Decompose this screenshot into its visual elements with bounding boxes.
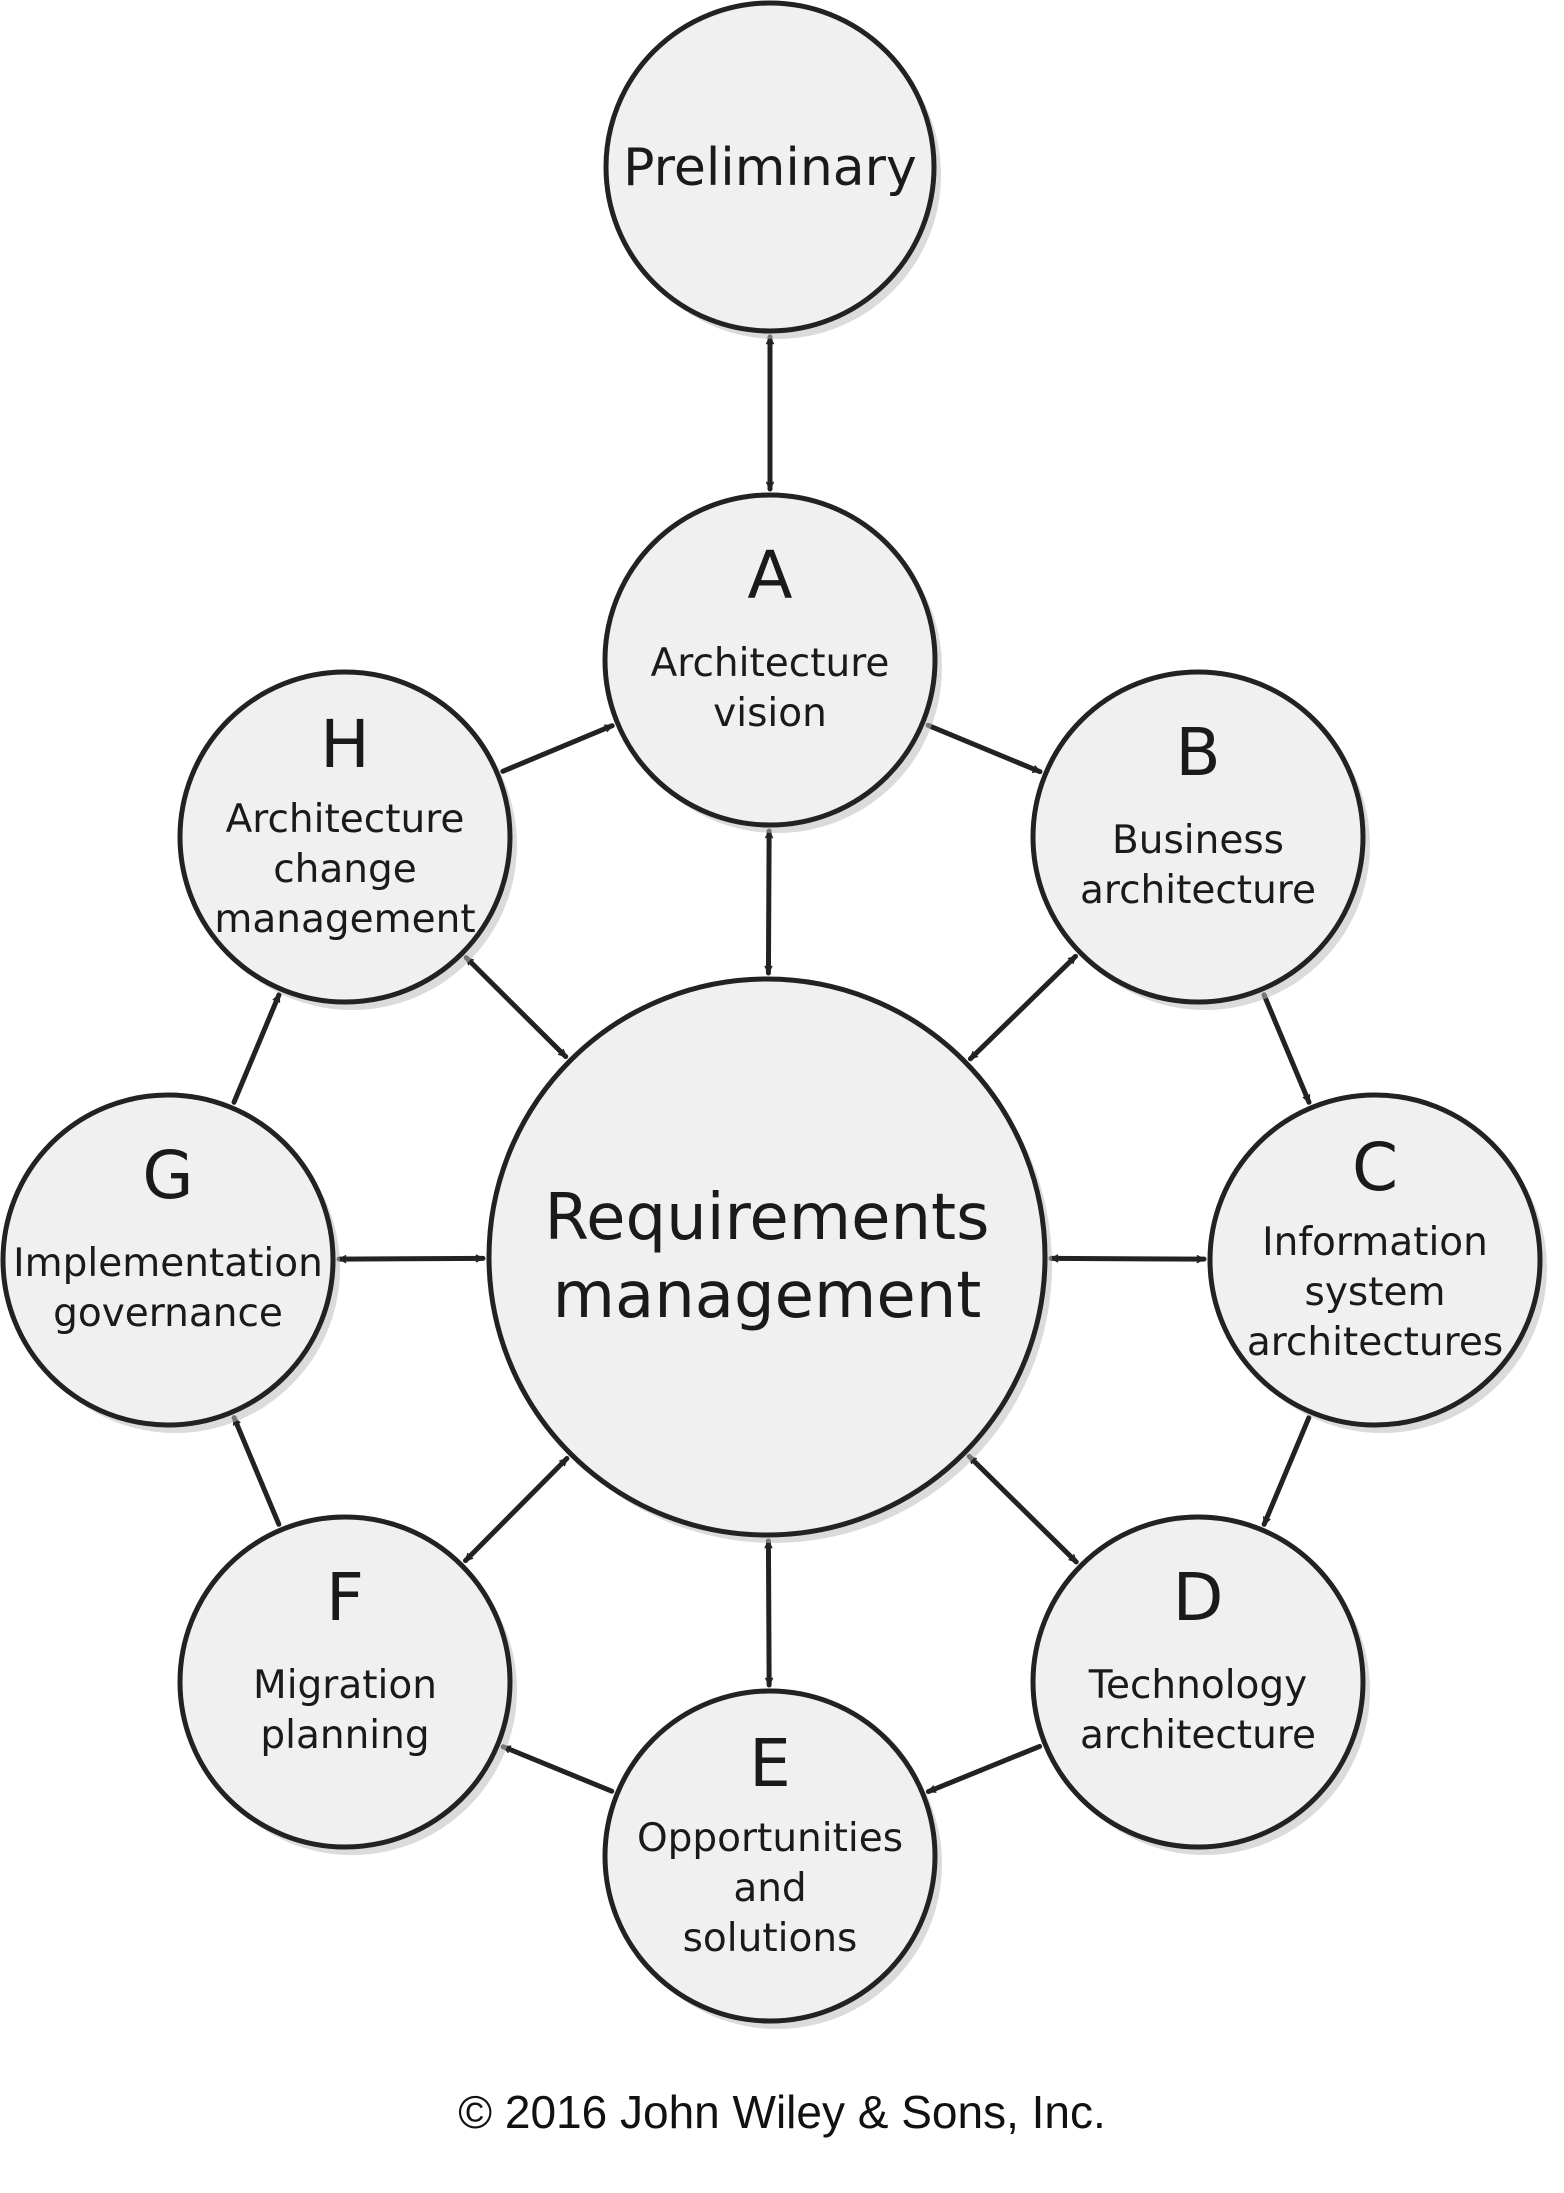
phase-h-label-line-2: change xyxy=(273,847,417,892)
arrow-f-g xyxy=(231,1415,282,1527)
phase-a-label-line-1: Architecture xyxy=(651,641,890,686)
arrow-a-b xyxy=(925,722,1043,775)
arrow-center-a xyxy=(768,828,769,976)
phase-e-node: E Opportunities and solutions xyxy=(602,1688,942,2029)
arrow-d-e xyxy=(925,1743,1043,1795)
phase-e-label-line-2: and xyxy=(733,1866,806,1911)
center-label-line-1: Requirements xyxy=(545,1181,990,1255)
phase-d-node: D Technology architecture xyxy=(1030,1514,1370,1855)
arrow-center-e xyxy=(768,1538,769,1688)
phase-g-letter: G xyxy=(142,1137,193,1214)
phase-c-node-circle xyxy=(1207,1092,1543,1428)
phase-h-letter: H xyxy=(320,706,370,783)
copyright-notice: © 2016 John Wiley & Sons, Inc. xyxy=(458,2086,1106,2138)
phase-h-label-line-3: management xyxy=(214,897,475,942)
arrow-center-c xyxy=(1048,1258,1207,1259)
phase-g-node-circle xyxy=(0,1092,336,1428)
phase-h-label-line-1: Architecture xyxy=(226,797,465,842)
preliminary-label: Preliminary xyxy=(623,138,917,198)
phase-c-letter: C xyxy=(1352,1129,1398,1206)
phase-e-label-line-3: solutions xyxy=(683,1916,858,1961)
connector-arrows xyxy=(231,334,1312,1795)
phase-c-label-line-1: Information xyxy=(1262,1220,1488,1265)
phase-b-node: B Business architecture xyxy=(1030,669,1370,1010)
phase-e-label-line-1: Opportunities xyxy=(637,1816,903,1861)
requirements-management-node-circle xyxy=(486,976,1048,1538)
arrow-center-f xyxy=(462,1456,570,1564)
phase-d-label-line-2: architecture xyxy=(1080,1713,1316,1758)
phase-c-label-line-2: system xyxy=(1305,1270,1446,1315)
phase-d-letter: D xyxy=(1173,1559,1224,1636)
phase-e-letter: E xyxy=(749,1725,791,1802)
phase-c-node: C Information system architectures xyxy=(1207,1092,1547,1433)
arrow-center-h xyxy=(463,955,569,1060)
phase-b-letter: B xyxy=(1175,714,1220,791)
phase-h-node-circle xyxy=(177,669,513,1005)
phase-b-label-line-1: Business xyxy=(1112,818,1284,863)
phase-g-node: G Implementation governance xyxy=(0,1092,340,1433)
arrow-g-h xyxy=(231,992,282,1105)
phase-b-label-line-2: architecture xyxy=(1080,868,1316,913)
phase-h-node: H Architecture change management xyxy=(177,669,517,1010)
phase-c-label-line-3: architectures xyxy=(1247,1320,1503,1365)
phase-f-node-circle xyxy=(177,1514,513,1850)
phase-g-label-line-2: governance xyxy=(53,1291,283,1336)
arrow-h-a xyxy=(500,723,615,774)
arrow-center-d xyxy=(966,1453,1079,1565)
phase-a-label-line-2: vision xyxy=(713,691,827,736)
phase-f-label-line-2: planning xyxy=(260,1713,429,1758)
arrow-center-g xyxy=(336,1258,486,1259)
phase-a-letter: A xyxy=(747,537,792,614)
phase-f-node: F Migration planning xyxy=(177,1514,517,1855)
phase-d-label-line-1: Technology xyxy=(1088,1663,1307,1708)
phase-g-label-line-1: Implementation xyxy=(13,1241,323,1286)
arrow-e-f xyxy=(500,1744,615,1794)
center-label-line-2: management xyxy=(553,1259,982,1333)
arrow-c-d xyxy=(1261,1415,1312,1527)
phase-b-node-circle xyxy=(1030,669,1366,1005)
preliminary-node: Preliminary xyxy=(603,0,941,339)
phase-f-label-line-1: Migration xyxy=(253,1663,437,1708)
phase-a-node: A Architecture vision xyxy=(602,492,942,833)
arrow-b-c xyxy=(1261,992,1312,1105)
phase-f-letter: F xyxy=(326,1559,364,1636)
phase-nodes: PreliminaryRequirementsmanagementAArchit… xyxy=(0,0,1547,2029)
phase-a-node-circle xyxy=(602,492,938,828)
preliminary-node-circle xyxy=(603,0,937,334)
arrow-center-b xyxy=(967,953,1079,1062)
phase-d-node-circle xyxy=(1030,1514,1366,1850)
phase-e-node-circle xyxy=(602,1688,938,2024)
